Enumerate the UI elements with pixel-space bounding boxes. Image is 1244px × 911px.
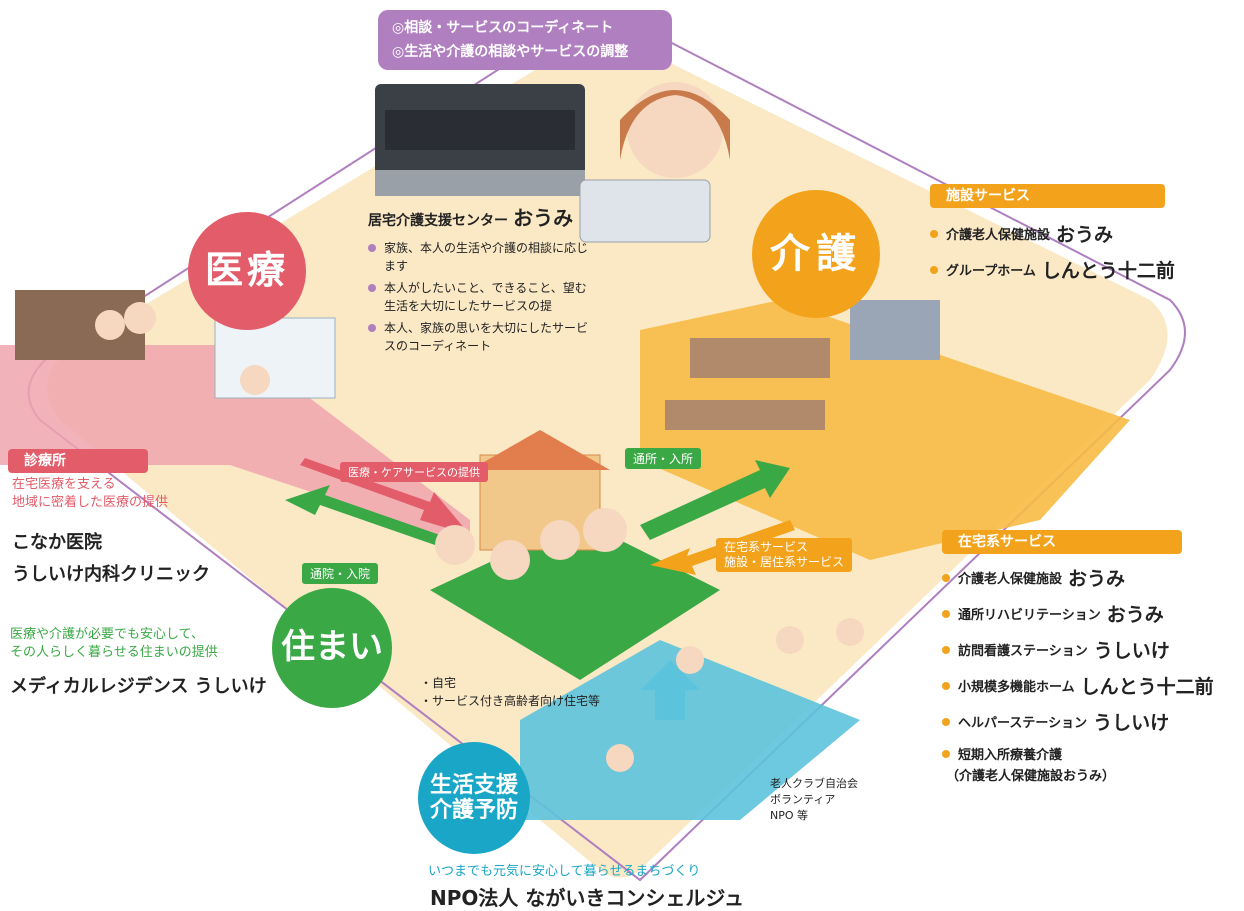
list-item: 短期入所療養介護 bbox=[942, 744, 1232, 763]
list-item: ヘルパーステーションうしいけ bbox=[942, 708, 1232, 735]
bullet-icon bbox=[942, 717, 950, 726]
seniors-illustration bbox=[776, 626, 804, 654]
medical-service-label: 医療・ケアサービスの提供 bbox=[340, 462, 488, 482]
support-band bbox=[520, 640, 860, 820]
community-line-1: 老人クラブ自治会 bbox=[770, 777, 858, 790]
footer-tagline: いつまでも元気に安心して暮らせるまちづくり bbox=[428, 864, 701, 879]
arrow-hospital bbox=[285, 485, 440, 545]
clinic-building bbox=[15, 290, 145, 360]
facility-services-heading: 施設サービス bbox=[930, 184, 1165, 208]
house-building bbox=[479, 454, 601, 551]
facility-services: 施設サービス 介護老人保健施設おうみ グループホームしんとう十二前 bbox=[930, 184, 1175, 292]
home-service-label: 在宅系サービス 施設・居住系サービス bbox=[716, 538, 853, 572]
bullet-icon bbox=[368, 284, 376, 292]
care-facility-building bbox=[850, 300, 940, 360]
community-line-3: NPO 等 bbox=[770, 809, 809, 822]
community-line-2: ボランティア bbox=[770, 793, 836, 806]
clinic-desc-2: 地域に密着した医療の提供 bbox=[12, 495, 169, 510]
coordination-line-1: ◎相談・サービスのコーディネート bbox=[392, 20, 614, 36]
residence-desc-2: その人らしく暮らせる住まいの提供 bbox=[10, 645, 218, 660]
residence-desc-1: 医療や介護が必要でも安心して、 bbox=[10, 627, 204, 642]
bullet-icon bbox=[942, 609, 950, 618]
clinic-info: 在宅医療を支える 地域に密着した医療の提供 こなか医院 うしいけ内科クリニック bbox=[12, 476, 252, 586]
support-circle: 生活支援 介護予防 bbox=[418, 742, 530, 854]
residence-info: 医療や介護が必要でも安心して、 その人らしく暮らせる住まいの提供 メディカルレジ… bbox=[10, 626, 280, 698]
center-name-suffix: おうみ bbox=[513, 206, 574, 230]
doctors-illustration bbox=[124, 302, 156, 334]
list-item: 小規模多機能ホームしんとう十二前 bbox=[942, 672, 1232, 699]
home-type-1: ・自宅 bbox=[420, 676, 457, 690]
footer-organization: NPO法人 ながいきコンシェルジュ bbox=[430, 886, 744, 910]
bullet-icon bbox=[368, 324, 376, 332]
arrow-day-service bbox=[640, 460, 790, 540]
hospital-visit-label: 通院・入院 bbox=[302, 563, 379, 584]
list-item: 本人、家族の思いを大切にしたサービスのコーディネート bbox=[368, 319, 598, 355]
bullet-icon bbox=[942, 645, 950, 654]
clinic-heading: 診療所 bbox=[8, 449, 148, 473]
list-item: 介護老人保健施設おうみ bbox=[930, 220, 1165, 247]
medical-circle: 医療 bbox=[188, 212, 306, 330]
clinic-desc-1: 在宅医療を支える bbox=[12, 477, 116, 492]
bullet-icon bbox=[942, 681, 950, 690]
list-item: 本人がしたいこと、できること、望む生活を大切にしたサービスの提 bbox=[368, 279, 598, 315]
list-item: 家族、本人の生活や介護の相談に応じます bbox=[368, 239, 598, 275]
bullet-icon bbox=[930, 229, 938, 238]
community-groups: 老人クラブ自治会 ボランティア NPO 等 bbox=[770, 776, 858, 824]
bullet-icon bbox=[368, 244, 376, 252]
care-circle: 介護 bbox=[752, 190, 880, 318]
bullet-icon bbox=[942, 573, 950, 582]
home-types: ・自宅 ・サービス付き高齢者向け住宅等 bbox=[420, 674, 600, 710]
clinic-name-1: こなか医院 bbox=[12, 532, 102, 553]
list-item: グループホームしんとう十二前 bbox=[930, 256, 1175, 283]
arrow-support bbox=[640, 660, 700, 720]
support-label-1: 生活支援 bbox=[429, 772, 518, 798]
home-type-2: ・サービス付き高齢者向け住宅等 bbox=[420, 694, 601, 708]
housing-circle: 住まい bbox=[272, 588, 392, 708]
hospital-building bbox=[214, 317, 336, 399]
center-name-prefix: 居宅介護支援センター bbox=[368, 213, 508, 229]
day-service-label: 通所・入所 bbox=[625, 448, 702, 469]
family-illustration bbox=[583, 508, 627, 552]
coordination-box: ◎相談・サービスのコーディネート ◎生活や介護の相談やサービスの調整 bbox=[378, 10, 672, 70]
support-label-2: 介護予防 bbox=[429, 798, 518, 823]
medical-band bbox=[0, 345, 470, 545]
center-service-list: 家族、本人の生活や介護の相談に応じます 本人がしたいこと、できること、望む生活を… bbox=[368, 239, 598, 355]
list-item: 通所リハビリテーションおうみ bbox=[942, 600, 1232, 627]
bullet-icon bbox=[942, 749, 950, 758]
clinic-name-2: うしいけ内科クリニック bbox=[12, 564, 210, 585]
home-services: 在宅系サービス 介護老人保健施設おうみ 通所リハビリテーションおうみ 訪問看護ス… bbox=[942, 530, 1232, 784]
home-services-heading: 在宅系サービス bbox=[942, 530, 1182, 554]
short-stay-note: （介護老人保健施設おうみ） bbox=[946, 769, 1116, 784]
cream-field bbox=[47, 40, 1168, 878]
care-support-center: 居宅介護支援センター おうみ 家族、本人の生活や介護の相談に応じます 本人がした… bbox=[368, 202, 598, 359]
coordination-line-2: ◎生活や介護の相談やサービスの調整 bbox=[392, 44, 629, 60]
coordinator-illustration bbox=[627, 82, 723, 178]
list-item: 介護老人保健施設おうみ bbox=[942, 564, 1232, 591]
bullet-icon bbox=[930, 265, 938, 274]
residence-name: メディカルレジデンス うしいけ bbox=[10, 676, 267, 697]
list-item: 訪問看護ステーションうしいけ bbox=[942, 636, 1232, 663]
